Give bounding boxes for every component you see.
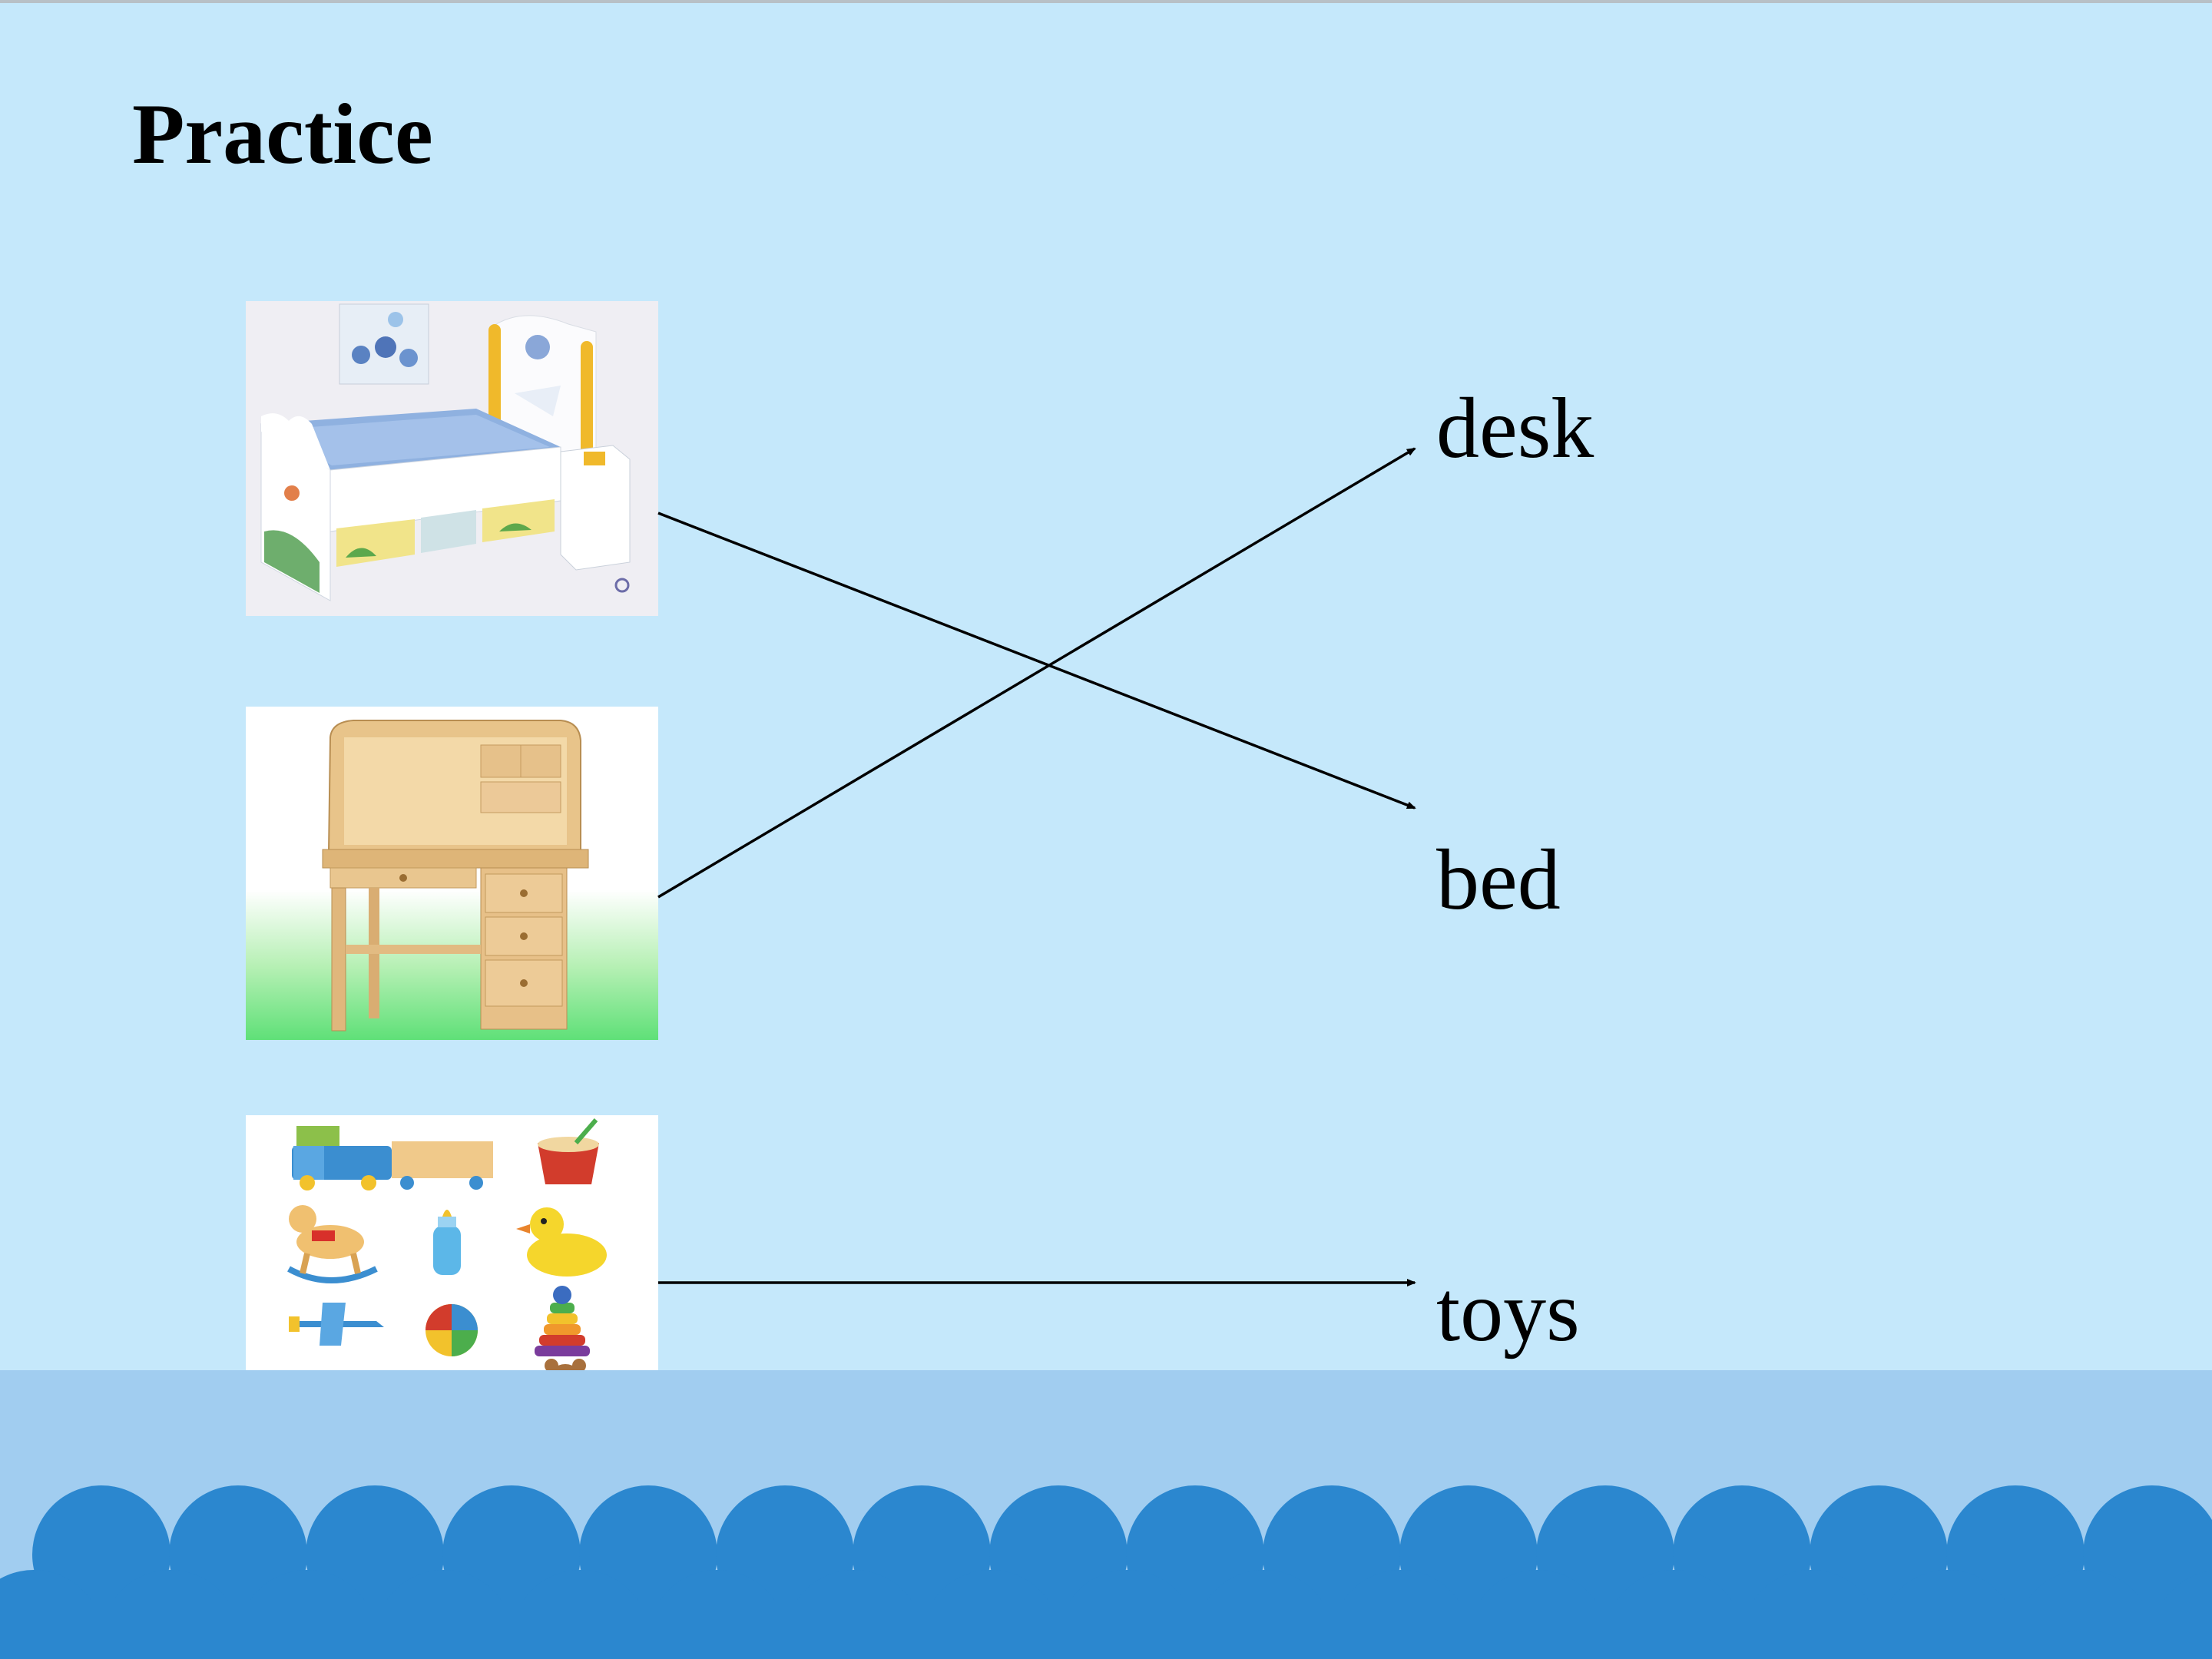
match-line-desk [657, 447, 1416, 899]
desk-illustration-icon [246, 707, 658, 1040]
desk-picture[interactable] [246, 707, 658, 1040]
top-border [0, 0, 2212, 3]
slide-title: Practice [132, 87, 433, 182]
bed-picture[interactable] [246, 301, 658, 616]
word-bed[interactable]: bed [1436, 833, 1561, 928]
word-toys[interactable]: toys [1436, 1264, 1580, 1359]
word-desk[interactable]: desk [1436, 381, 1594, 476]
wave-decoration [0, 1370, 2212, 1659]
bed-illustration-icon [246, 301, 658, 616]
match-line-bed [657, 512, 1416, 810]
